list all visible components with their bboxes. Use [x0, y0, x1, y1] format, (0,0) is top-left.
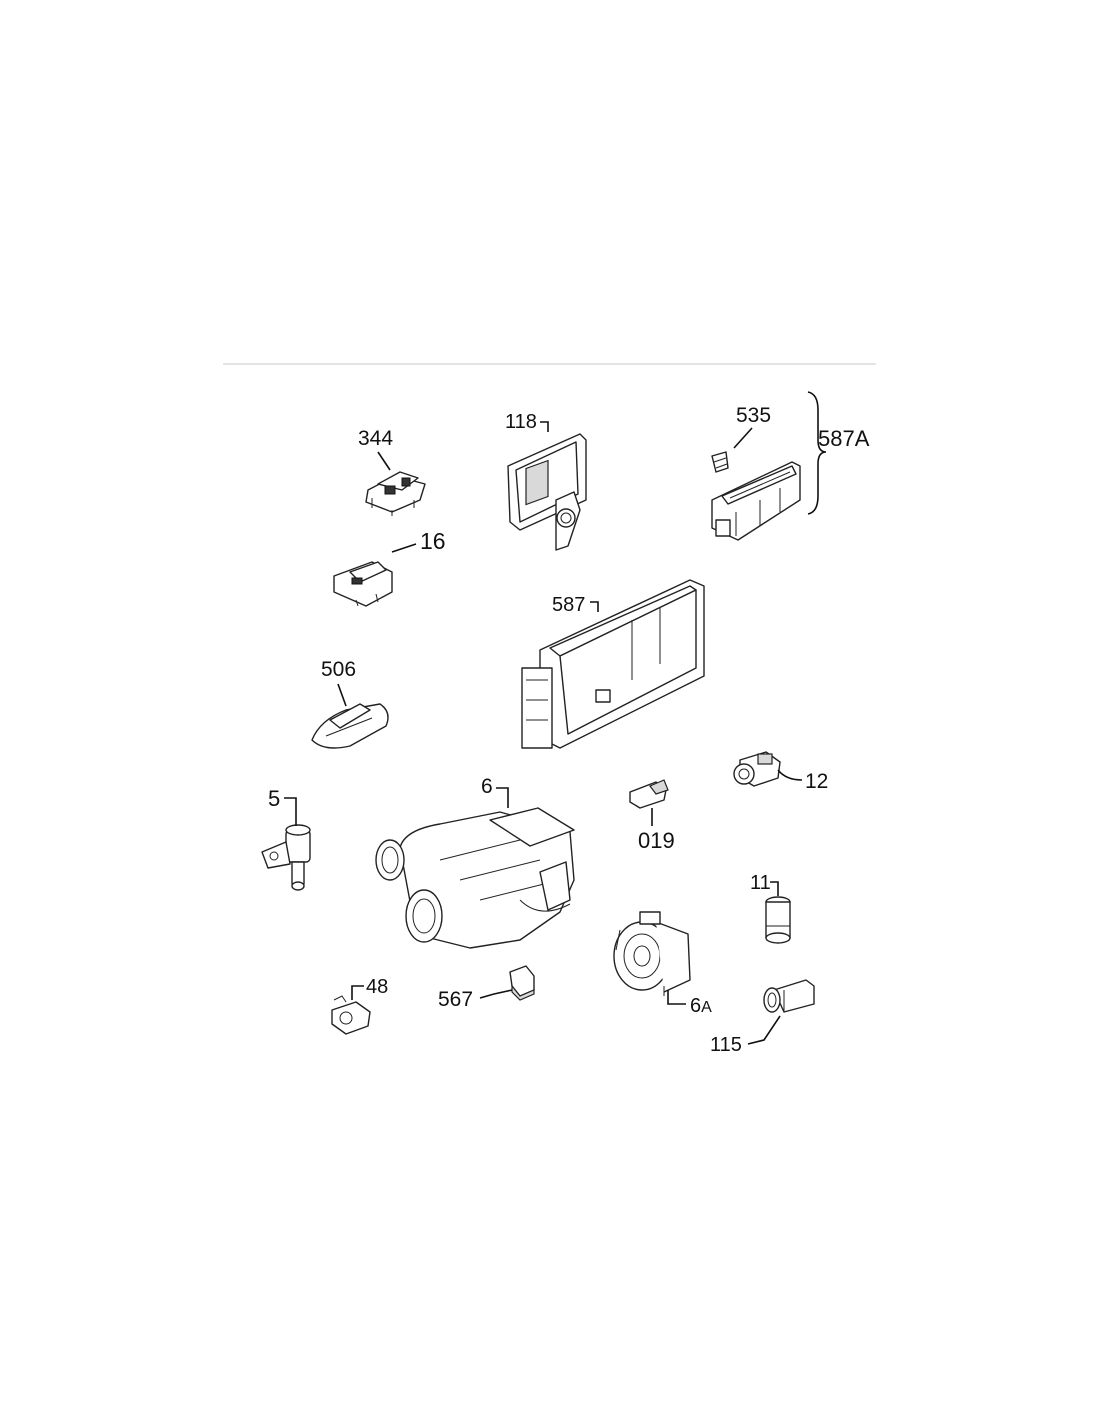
label-019: 019	[638, 828, 675, 853]
part-587-illustration	[521, 579, 705, 749]
part-12-illustration	[733, 751, 781, 787]
leader-5	[284, 797, 297, 826]
part-6a-illustration	[613, 911, 691, 996]
part-6-illustration	[375, 807, 575, 949]
label-6: 6	[481, 775, 493, 798]
label-6a: 6A	[690, 995, 712, 1017]
label-506: 506	[321, 658, 356, 681]
label-6a-number: 6	[690, 995, 701, 1017]
leader-6a	[667, 990, 686, 1005]
part-344-illustration	[365, 471, 426, 516]
leader-587	[590, 601, 599, 612]
leader-48	[351, 985, 364, 1000]
label-118: 118	[505, 411, 537, 433]
leader-567	[479, 989, 513, 999]
label-567: 567	[438, 988, 473, 1011]
label-16: 16	[420, 528, 446, 554]
label-587: 587	[552, 594, 585, 616]
part-16-illustration	[333, 561, 393, 607]
leader-535	[733, 427, 753, 449]
leader-506	[337, 683, 347, 707]
leader-16	[391, 543, 417, 553]
part-567-illustration	[509, 965, 535, 1001]
leader-115	[747, 1015, 781, 1045]
label-11: 11	[750, 872, 771, 894]
label-48: 48	[366, 976, 388, 998]
part-506-illustration	[311, 703, 389, 749]
leader-11	[770, 881, 779, 896]
part-5-illustration	[261, 824, 311, 891]
brace-587a	[807, 391, 827, 515]
part-11-illustration	[765, 896, 791, 944]
part-48-illustration	[331, 995, 371, 1035]
leader-6	[496, 787, 509, 808]
part-587a-illustration	[711, 461, 801, 541]
leader-118	[540, 421, 549, 432]
label-344: 344	[358, 427, 393, 450]
label-535: 535	[736, 404, 771, 427]
label-115: 115	[710, 1034, 742, 1056]
part-019-illustration	[629, 779, 669, 809]
part-118-illustration	[507, 433, 587, 551]
part-115-illustration	[763, 979, 815, 1013]
label-5: 5	[268, 786, 280, 811]
label-587a: 587A	[818, 426, 870, 451]
label-12: 12	[805, 770, 828, 793]
part-535-illustration	[711, 451, 729, 473]
leader-344	[377, 451, 391, 471]
label-6a-suffix: A	[701, 999, 712, 1016]
leader-12	[777, 769, 803, 781]
